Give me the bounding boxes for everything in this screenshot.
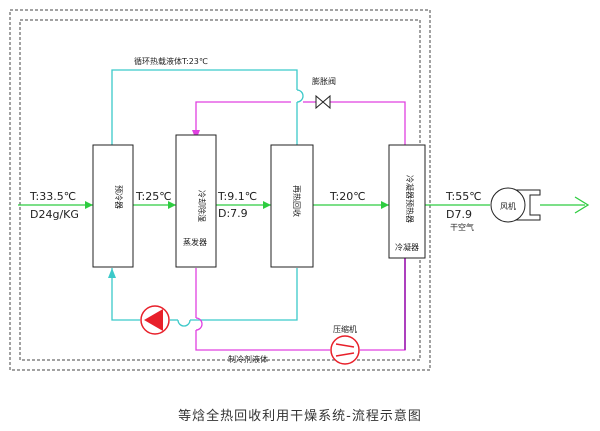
fan-icon [490,187,541,223]
fan-label: 风机 [500,201,516,211]
evaporator-bottom-label: 蒸发器 [183,237,207,247]
air-arrow-icon [168,201,176,209]
outlet-temp: T:55℃ [445,190,482,203]
inlet-temp: T:33.5℃ [29,190,76,203]
air-arrow-icon [381,201,389,209]
compressor-label: 压缩机 [333,324,357,334]
air-arrow-icon [85,201,93,209]
dry-air-label: 干空气 [450,222,474,232]
outer-enclosure [9,9,431,371]
air-arrow-icon [263,201,271,209]
pump-icon [140,305,170,335]
after-precooler-temp: T:25℃ [135,190,172,203]
precooler-box [92,144,134,268]
after-evaporator-temp: T:9.1℃ [217,190,257,203]
evaporator-top-label: 冷却除湿 [197,190,207,222]
inlet-humidity: D24g/KG [30,208,79,221]
after-reheater-temp: T:20℃ [329,190,366,203]
outlet-humidity: D7.9 [446,208,472,221]
fluid-flow-arrow-icon [108,268,116,278]
precooler-label: 预冷器 [114,185,124,209]
condenser-top-label: 冷凝器预热器 [405,175,415,223]
reheater-label: 再热回收 [292,185,302,217]
reheater-box [270,144,314,268]
expansion-valve-label: 膨胀阀 [312,76,336,86]
expansion-valve-icon [315,94,331,110]
after-evaporator-humidity: D:7.9 [218,207,248,220]
refrigerant-liquid-label: 制冷剂液体 [228,354,268,364]
diagram-caption: 等焓全热回收利用干燥系统-流程示意图 [178,408,422,424]
circulating-fluid-label: 循环热载液体T:23℃ [134,56,208,66]
condenser-box [388,144,426,259]
evaporator-box [175,134,217,268]
condenser-bottom-label: 冷凝器 [395,242,419,252]
heat-transfer-fluid-loop [111,69,304,327]
compressor-icon [330,335,360,365]
